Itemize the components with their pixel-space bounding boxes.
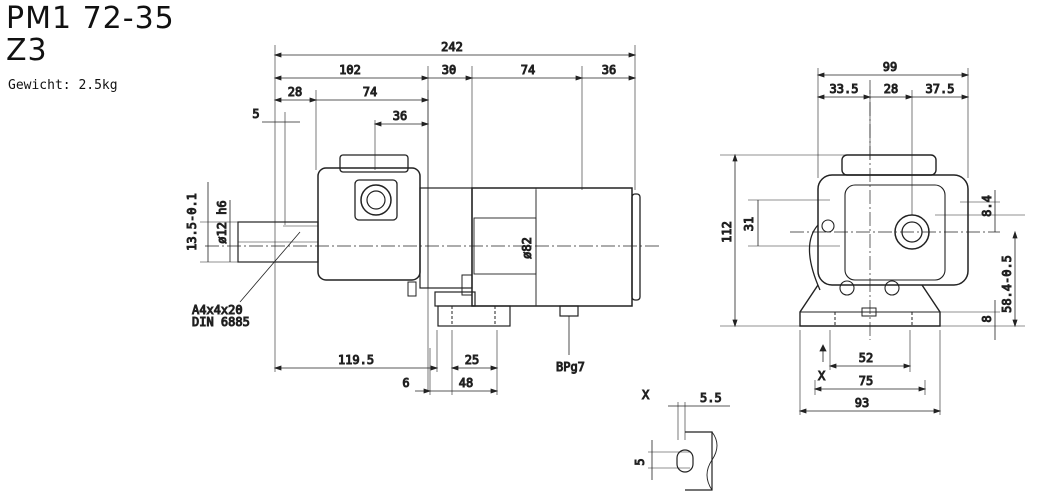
side-port-inner <box>901 221 923 243</box>
dim-74-motor: 74 <box>521 63 535 77</box>
side-pump-head <box>817 174 969 286</box>
dim-52: 52 <box>859 351 873 365</box>
front-view <box>200 45 660 395</box>
key-label-line1: A4x4x20 <box>192 303 243 317</box>
dim-5-5: 5.5 <box>700 391 722 405</box>
pump-top-flange <box>339 154 409 173</box>
pump-port-boss <box>354 179 398 221</box>
base-plate <box>437 305 511 327</box>
side-center-pad <box>861 307 877 317</box>
dim-99: 99 <box>883 60 897 74</box>
detail-break-line <box>706 431 718 491</box>
motor-body <box>471 187 633 307</box>
front-dimensions <box>200 45 637 395</box>
dim-6: 6 <box>402 376 409 390</box>
dim-25: 25 <box>465 353 479 367</box>
dim-5: 5 <box>252 107 259 121</box>
x-marker: X <box>818 369 826 383</box>
dim-112: 112 <box>720 221 734 243</box>
dim-28-front: 28 <box>288 85 302 99</box>
side-screw-1 <box>821 219 835 233</box>
weight-label: Gewicht: 2.5kg <box>8 78 118 93</box>
dim-36-end: 36 <box>602 63 616 77</box>
side-top-flange <box>841 154 937 176</box>
dim-8: 8 <box>980 315 994 322</box>
dim-75: 75 <box>859 374 873 388</box>
dim-102: 102 <box>339 63 361 77</box>
screw <box>407 281 417 297</box>
detail-x-label: X <box>642 388 650 402</box>
dim-8-4: 8.4 <box>980 195 994 217</box>
gland-label: BPg7 <box>556 360 585 374</box>
dim-82: ø82 <box>520 237 534 259</box>
dim-28-side: 28 <box>884 82 898 96</box>
pump-head <box>317 167 421 281</box>
dim-30: 30 <box>442 63 456 77</box>
side-view <box>720 68 1025 415</box>
drawing-title-model: PM1 72-35 <box>6 1 175 36</box>
drawing-title-variant: Z3 <box>6 33 48 68</box>
pump-port-inner <box>366 190 386 210</box>
detail-slot <box>676 449 694 473</box>
motor-foot <box>434 291 476 307</box>
dim-119-5: 119.5 <box>338 353 374 367</box>
dim-93: 93 <box>855 396 869 410</box>
side-screw-3 <box>884 280 900 296</box>
dim-13-5: 13.5-0.1 <box>185 193 199 251</box>
detail-x <box>648 402 730 491</box>
dim-5-detail: 5 <box>633 458 647 465</box>
dim-242: 242 <box>441 40 463 54</box>
dim-37-5: 37.5 <box>926 82 955 96</box>
side-motor-arc <box>808 224 821 291</box>
key-label-line2: DIN 6885 <box>192 315 250 329</box>
foot-rib <box>461 274 473 296</box>
dim-36-port: 36 <box>393 109 407 123</box>
dim-74-head: 74 <box>363 85 377 99</box>
side-screw-2 <box>839 280 855 296</box>
dim-48: 48 <box>459 376 473 390</box>
detail-foot-outline <box>685 431 713 491</box>
side-inner-body <box>844 184 946 281</box>
dim-12-h6: ø12 h6 <box>215 200 229 243</box>
pump-port-outer <box>360 184 392 216</box>
side-dimensions <box>720 68 1025 415</box>
side-feet <box>799 284 941 327</box>
dim-58-4: 58.4-0.5 <box>1000 255 1014 313</box>
motor-end-cap <box>631 193 641 301</box>
key-leader <box>239 231 301 303</box>
cable-gland <box>559 305 579 317</box>
dim-33-5: 33.5 <box>830 82 859 96</box>
dim-31: 31 <box>742 217 756 231</box>
